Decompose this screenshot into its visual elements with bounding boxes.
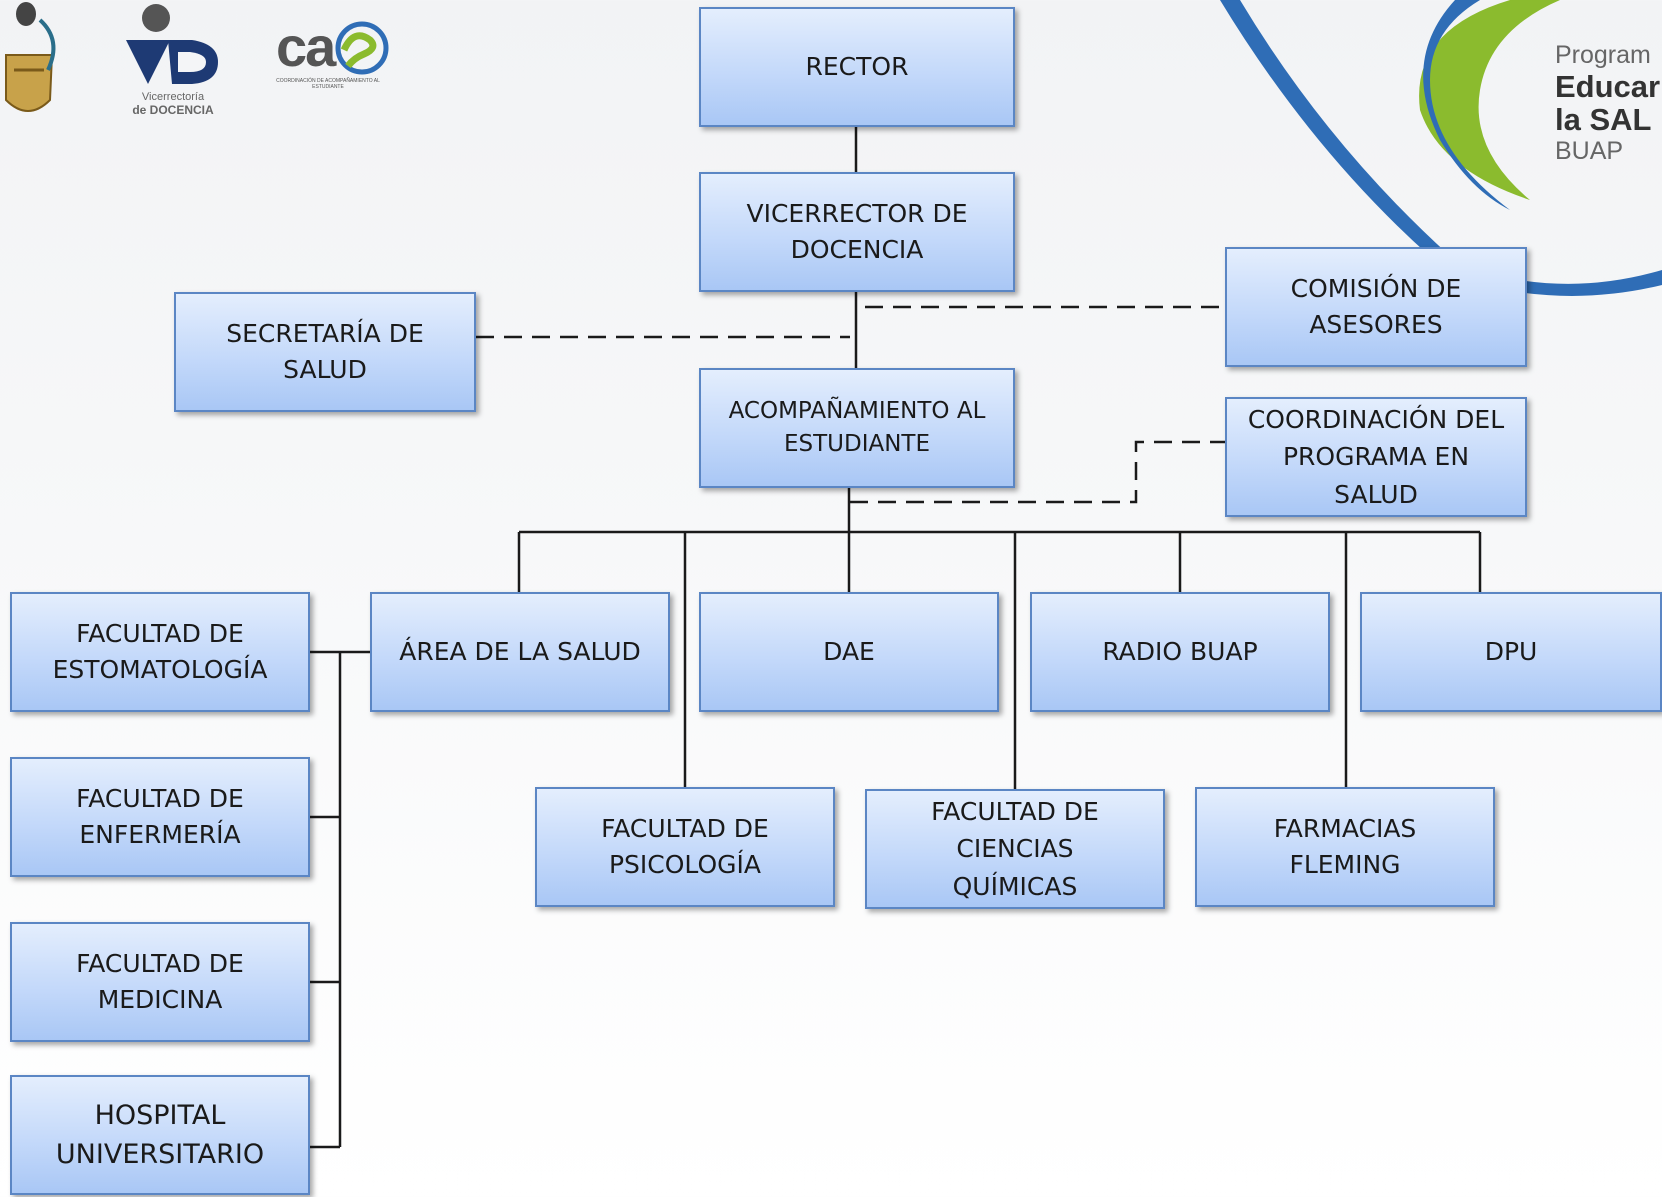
node-enfermeria-label: FACULTAD DE ENFERMERÍA (76, 783, 244, 849)
node-farmacias: FARMACIAS FLEMING (1195, 787, 1495, 907)
cae-e-icon (335, 21, 389, 75)
program-line3: la SAL (1555, 102, 1652, 137)
node-rector-label: RECTOR (805, 51, 909, 81)
node-radio: RADIO BUAP (1030, 592, 1330, 712)
node-estomatologia: FACULTAD DE ESTOMATOLOGÍA (10, 592, 310, 712)
node-rector: RECTOR (699, 7, 1015, 127)
node-quimicas: FACULTAD DE CIENCIAS QUÍMICAS (865, 789, 1165, 909)
node-coordinacion-label: COORDINACIÓN DEL PROGRAMA EN SALUD (1247, 404, 1505, 509)
node-medicina: FACULTAD DE MEDICINA (10, 922, 310, 1042)
node-area-salud: ÁREA DE LA SALUD (370, 592, 670, 712)
node-enfermeria: FACULTAD DE ENFERMERÍA (10, 757, 310, 877)
node-coordinacion: COORDINACIÓN DEL PROGRAMA EN SALUD (1225, 397, 1527, 517)
program-logo: Program Educar la SAL BUAP (1555, 40, 1662, 166)
node-hospital: HOSPITAL UNIVERSITARIO (10, 1075, 310, 1195)
node-farmacias-label: FARMACIAS FLEMING (1273, 813, 1417, 879)
node-area-salud-label: ÁREA DE LA SALUD (399, 636, 641, 666)
node-dae-label: DAE (823, 636, 875, 666)
node-quimicas-label: FACULTAD DE CIENCIAS QUÍMICAS (931, 796, 1099, 901)
node-vicerrector-label: VICERRECTOR DE DOCENCIA (746, 198, 968, 264)
node-comision: COMISIÓN DE ASESORES (1225, 247, 1527, 367)
node-psicologia-label: FACULTAD DE PSICOLOGÍA (601, 813, 769, 879)
node-psicologia: FACULTAD DE PSICOLOGÍA (535, 787, 835, 907)
node-acompanamiento: ACOMPAÑAMIENTO AL ESTUDIANTE (699, 368, 1015, 488)
cae-mark: ca (276, 15, 336, 78)
node-acompanamiento-label: ACOMPAÑAMIENTO AL ESTUDIANTE (728, 397, 986, 457)
program-line4: BUAP (1555, 137, 1624, 165)
vicerrectoria-line1: Vicerrectoría (141, 91, 205, 103)
node-dae: DAE (699, 592, 999, 712)
buap-shield-logo (0, 0, 70, 130)
node-secretaria-label: SECRETARÍA DE SALUD (226, 318, 424, 384)
node-dpu: DPU (1360, 592, 1662, 712)
cae-logo: ca COORDINACIÓN DE ACOMPAÑAMIENTO AL EST… (272, 14, 412, 104)
program-line1: Program (1555, 41, 1651, 69)
node-radio-label: RADIO BUAP (1102, 636, 1258, 666)
program-line2: Educar (1555, 69, 1661, 104)
node-estomatologia-label: FACULTAD DE ESTOMATOLOGÍA (52, 618, 268, 684)
node-secretaria: SECRETARÍA DE SALUD (174, 292, 476, 412)
node-comision-label: COMISIÓN DE ASESORES (1290, 273, 1462, 339)
node-medicina-label: FACULTAD DE MEDICINA (76, 948, 244, 1014)
node-dpu-label: DPU (1484, 636, 1538, 666)
cae-subtitle: COORDINACIÓN DE ACOMPAÑAMIENTO AL ESTUDI… (276, 78, 380, 90)
vicerrectoria-line2: de DOCENCIA (132, 103, 214, 117)
node-hospital-label: HOSPITAL UNIVERSITARIO (55, 1099, 265, 1170)
vicerrectoria-logo: Vicerrectoría de DOCENCIA (118, 0, 228, 120)
node-vicerrector: VICERRECTOR DE DOCENCIA (699, 172, 1015, 292)
